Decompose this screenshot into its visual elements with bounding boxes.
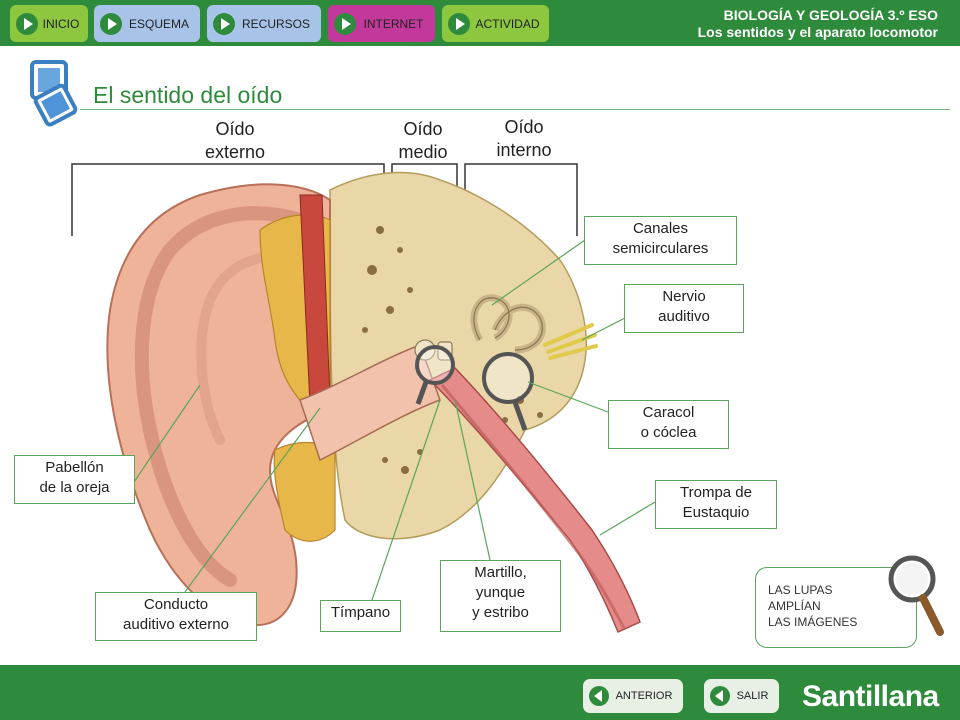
brand-logo: Santillana	[802, 680, 939, 713]
salir-button[interactable]: SALIR	[704, 679, 779, 713]
play-icon	[16, 12, 38, 35]
title-divider	[80, 109, 950, 110]
play-icon	[448, 12, 470, 35]
back-arrow-icon	[710, 686, 730, 706]
subject-title: BIOLOGÍA Y GEOLOGÍA 3.º ESO	[723, 7, 938, 23]
temporal-bone	[329, 171, 588, 540]
page-title: El sentido del oído	[93, 82, 283, 108]
magnifier-icon	[415, 345, 455, 405]
nav-internet-button[interactable]: INTERNET	[328, 5, 435, 42]
play-icon	[100, 12, 122, 35]
unit-title: Los sentidos y el aparato locomotor	[697, 24, 938, 40]
nav-esquema-label: ESQUEMA	[128, 16, 189, 31]
play-icon	[213, 12, 235, 35]
magnifier-icon	[482, 352, 534, 431]
nav-esquema-button[interactable]: ESQUEMA	[94, 5, 200, 42]
magnifier-icon[interactable]	[885, 552, 947, 638]
nav-actividad-button[interactable]: ACTIVIDAD	[442, 5, 549, 42]
nav-inicio-label: INICIO	[42, 16, 80, 31]
salir-label: SALIR	[736, 690, 769, 702]
nav-actividad-label: ACTIVIDAD	[475, 16, 540, 31]
label-timpano: Tímpano	[320, 600, 401, 632]
bottom-bar	[0, 665, 960, 720]
magnifier-hint: LAS LUPAS AMPLÍAN LAS IMÁGENES	[755, 567, 917, 648]
nav-recursos-label: RECURSOS	[241, 16, 310, 31]
anterior-button[interactable]: ANTERIOR	[583, 679, 683, 713]
nav-recursos-button[interactable]: RECURSOS	[207, 5, 321, 42]
anterior-label: ANTERIOR	[615, 690, 673, 702]
book-icon	[30, 60, 78, 127]
nav-inicio-button[interactable]: INICIO	[10, 5, 88, 42]
header-title: BIOLOGÍA Y GEOLOGÍA 3.º ESO Los sentidos…	[698, 7, 938, 41]
back-arrow-icon	[589, 686, 609, 706]
play-icon	[334, 12, 356, 35]
pointer-lines	[133, 239, 656, 601]
nav-internet-label: INTERNET	[363, 16, 424, 31]
